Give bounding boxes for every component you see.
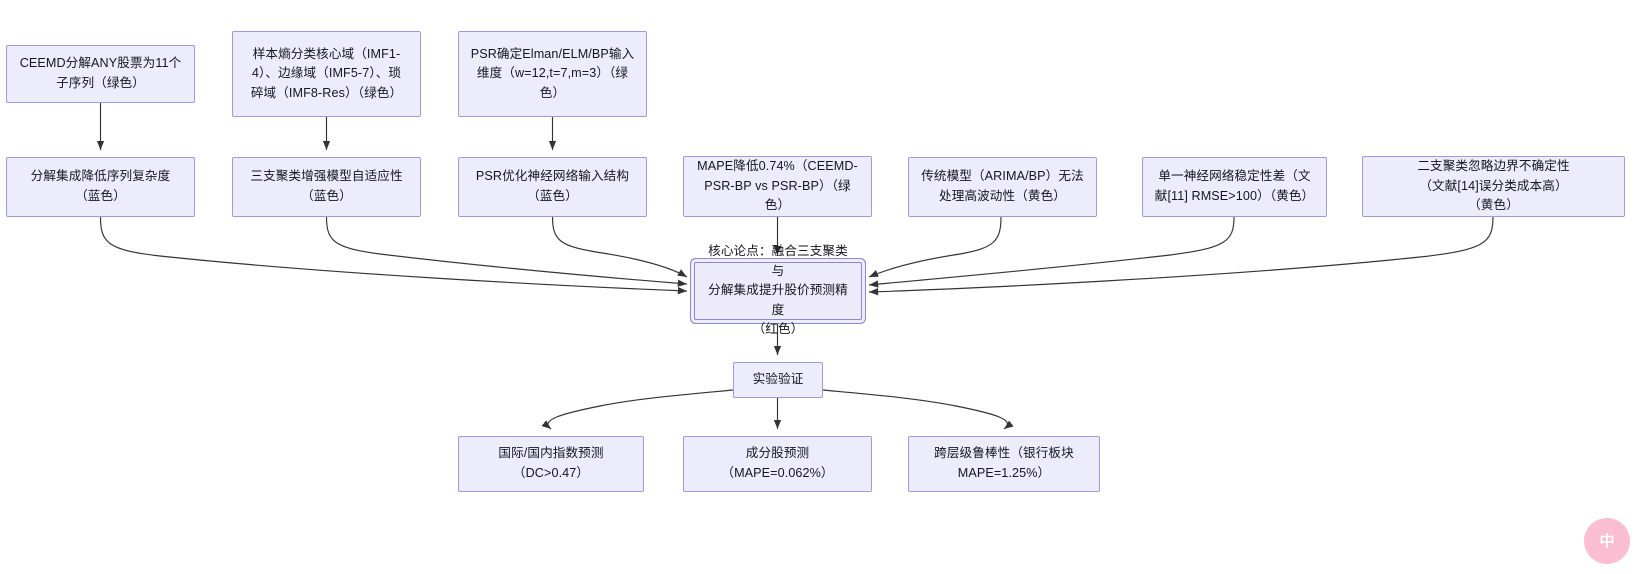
node-psr-optimizes-network-input[interactable]: PSR优化神经网络输入结构 （蓝色）	[458, 157, 647, 217]
edge-n12-n13	[541, 389, 734, 430]
edge-n6-n11	[551, 216, 688, 278]
node-ceemd-decomposition[interactable]: CEEMD分解ANY股票为11个 子序列（绿色）	[6, 45, 195, 103]
node-label: 三支聚类增强模型自适应性 （蓝色）	[250, 169, 403, 203]
node-index-forecasting-result[interactable]: 国际/国内指数预测 （DC>0.47）	[458, 436, 644, 492]
node-label: PSR确定Elman/ELM/BP输入 维度（w=12,t=7,m=3）（绿 色…	[470, 46, 635, 100]
node-single-network-instability[interactable]: 单一神经网络稳定性差（文 献[11] RMSE>100）（黄色）	[1142, 157, 1327, 217]
node-cross-level-robustness-result[interactable]: 跨层级鲁棒性（银行板块 MAPE=1.25%）	[908, 436, 1100, 492]
node-label: MAPE降低0.74%（CEEMD- PSR-BP vs PSR-BP）（绿 色…	[697, 159, 858, 213]
edge-n5-n11	[325, 216, 688, 287]
node-two-way-clustering-boundary[interactable]: 二支聚类忽略边界不确定性 （文献[14]误分类成本高） （黄色）	[1362, 156, 1625, 217]
node-label: 分解集成降低序列复杂度 （蓝色）	[30, 169, 171, 203]
node-label: 实验验证	[752, 372, 804, 387]
node-label: 国际/国内指数预测 （DC>0.47）	[498, 446, 604, 480]
node-traditional-models-limitation[interactable]: 传统模型（ARIMA/BP）无法 处理高波动性（黄色）	[908, 157, 1097, 217]
watermark-text: 中	[1599, 532, 1615, 550]
node-core-claim[interactable]: 核心论点：融合三支聚类与 分解集成提升股价预测精度 （红色）	[694, 244, 862, 336]
node-decomposition-reduces-complexity[interactable]: 分解集成降低序列复杂度 （蓝色）	[6, 157, 195, 217]
edge-n12-n15	[822, 389, 1014, 430]
node-label: 核心论点：融合三支聚类与 分解集成提升股价预测精度 （红色）	[708, 244, 848, 337]
node-label: 成分股预测 （MAPE=0.062%）	[721, 446, 834, 480]
node-label: 二支聚类忽略边界不确定性 （文献[14]误分类成本高） （黄色）	[1417, 159, 1570, 213]
node-mape-reduction-evidence[interactable]: MAPE降低0.74%（CEEMD- PSR-BP vs PSR-BP）（绿 色…	[683, 156, 872, 217]
node-psr-input-dimension[interactable]: PSR确定Elman/ELM/BP输入 维度（w=12,t=7,m=3）（绿 色…	[458, 31, 647, 117]
node-sample-entropy-classification[interactable]: 样本熵分类核心域（IMF1- 4）、边缘域（IMF5-7）、琐 碎域（IMF8-…	[232, 31, 421, 117]
node-label: CEEMD分解ANY股票为11个 子序列（绿色）	[19, 56, 182, 90]
node-label: 跨层级鲁棒性（银行板块 MAPE=1.25%）	[934, 446, 1074, 480]
node-three-way-clustering-adaptivity[interactable]: 三支聚类增强模型自适应性 （蓝色）	[232, 157, 421, 217]
watermark-badge: 中	[1584, 518, 1630, 564]
node-label: PSR优化神经网络输入结构 （蓝色）	[475, 169, 630, 203]
edge-n8-n11	[868, 216, 1002, 278]
node-label: 单一神经网络稳定性差（文 献[11] RMSE>100）（黄色）	[1154, 169, 1315, 203]
edge-n9-n11	[868, 216, 1235, 288]
node-constituent-stock-result[interactable]: 成分股预测 （MAPE=0.062%）	[683, 436, 872, 492]
node-label: 样本熵分类核心域（IMF1- 4）、边缘域（IMF5-7）、琐 碎域（IMF8-…	[250, 46, 403, 100]
node-experimental-validation[interactable]: 实验验证	[733, 362, 823, 398]
node-label: 传统模型（ARIMA/BP）无法 处理高波动性（黄色）	[921, 169, 1084, 203]
edge-n4-n11	[99, 216, 688, 295]
edge-n10-n11	[868, 216, 1494, 296]
